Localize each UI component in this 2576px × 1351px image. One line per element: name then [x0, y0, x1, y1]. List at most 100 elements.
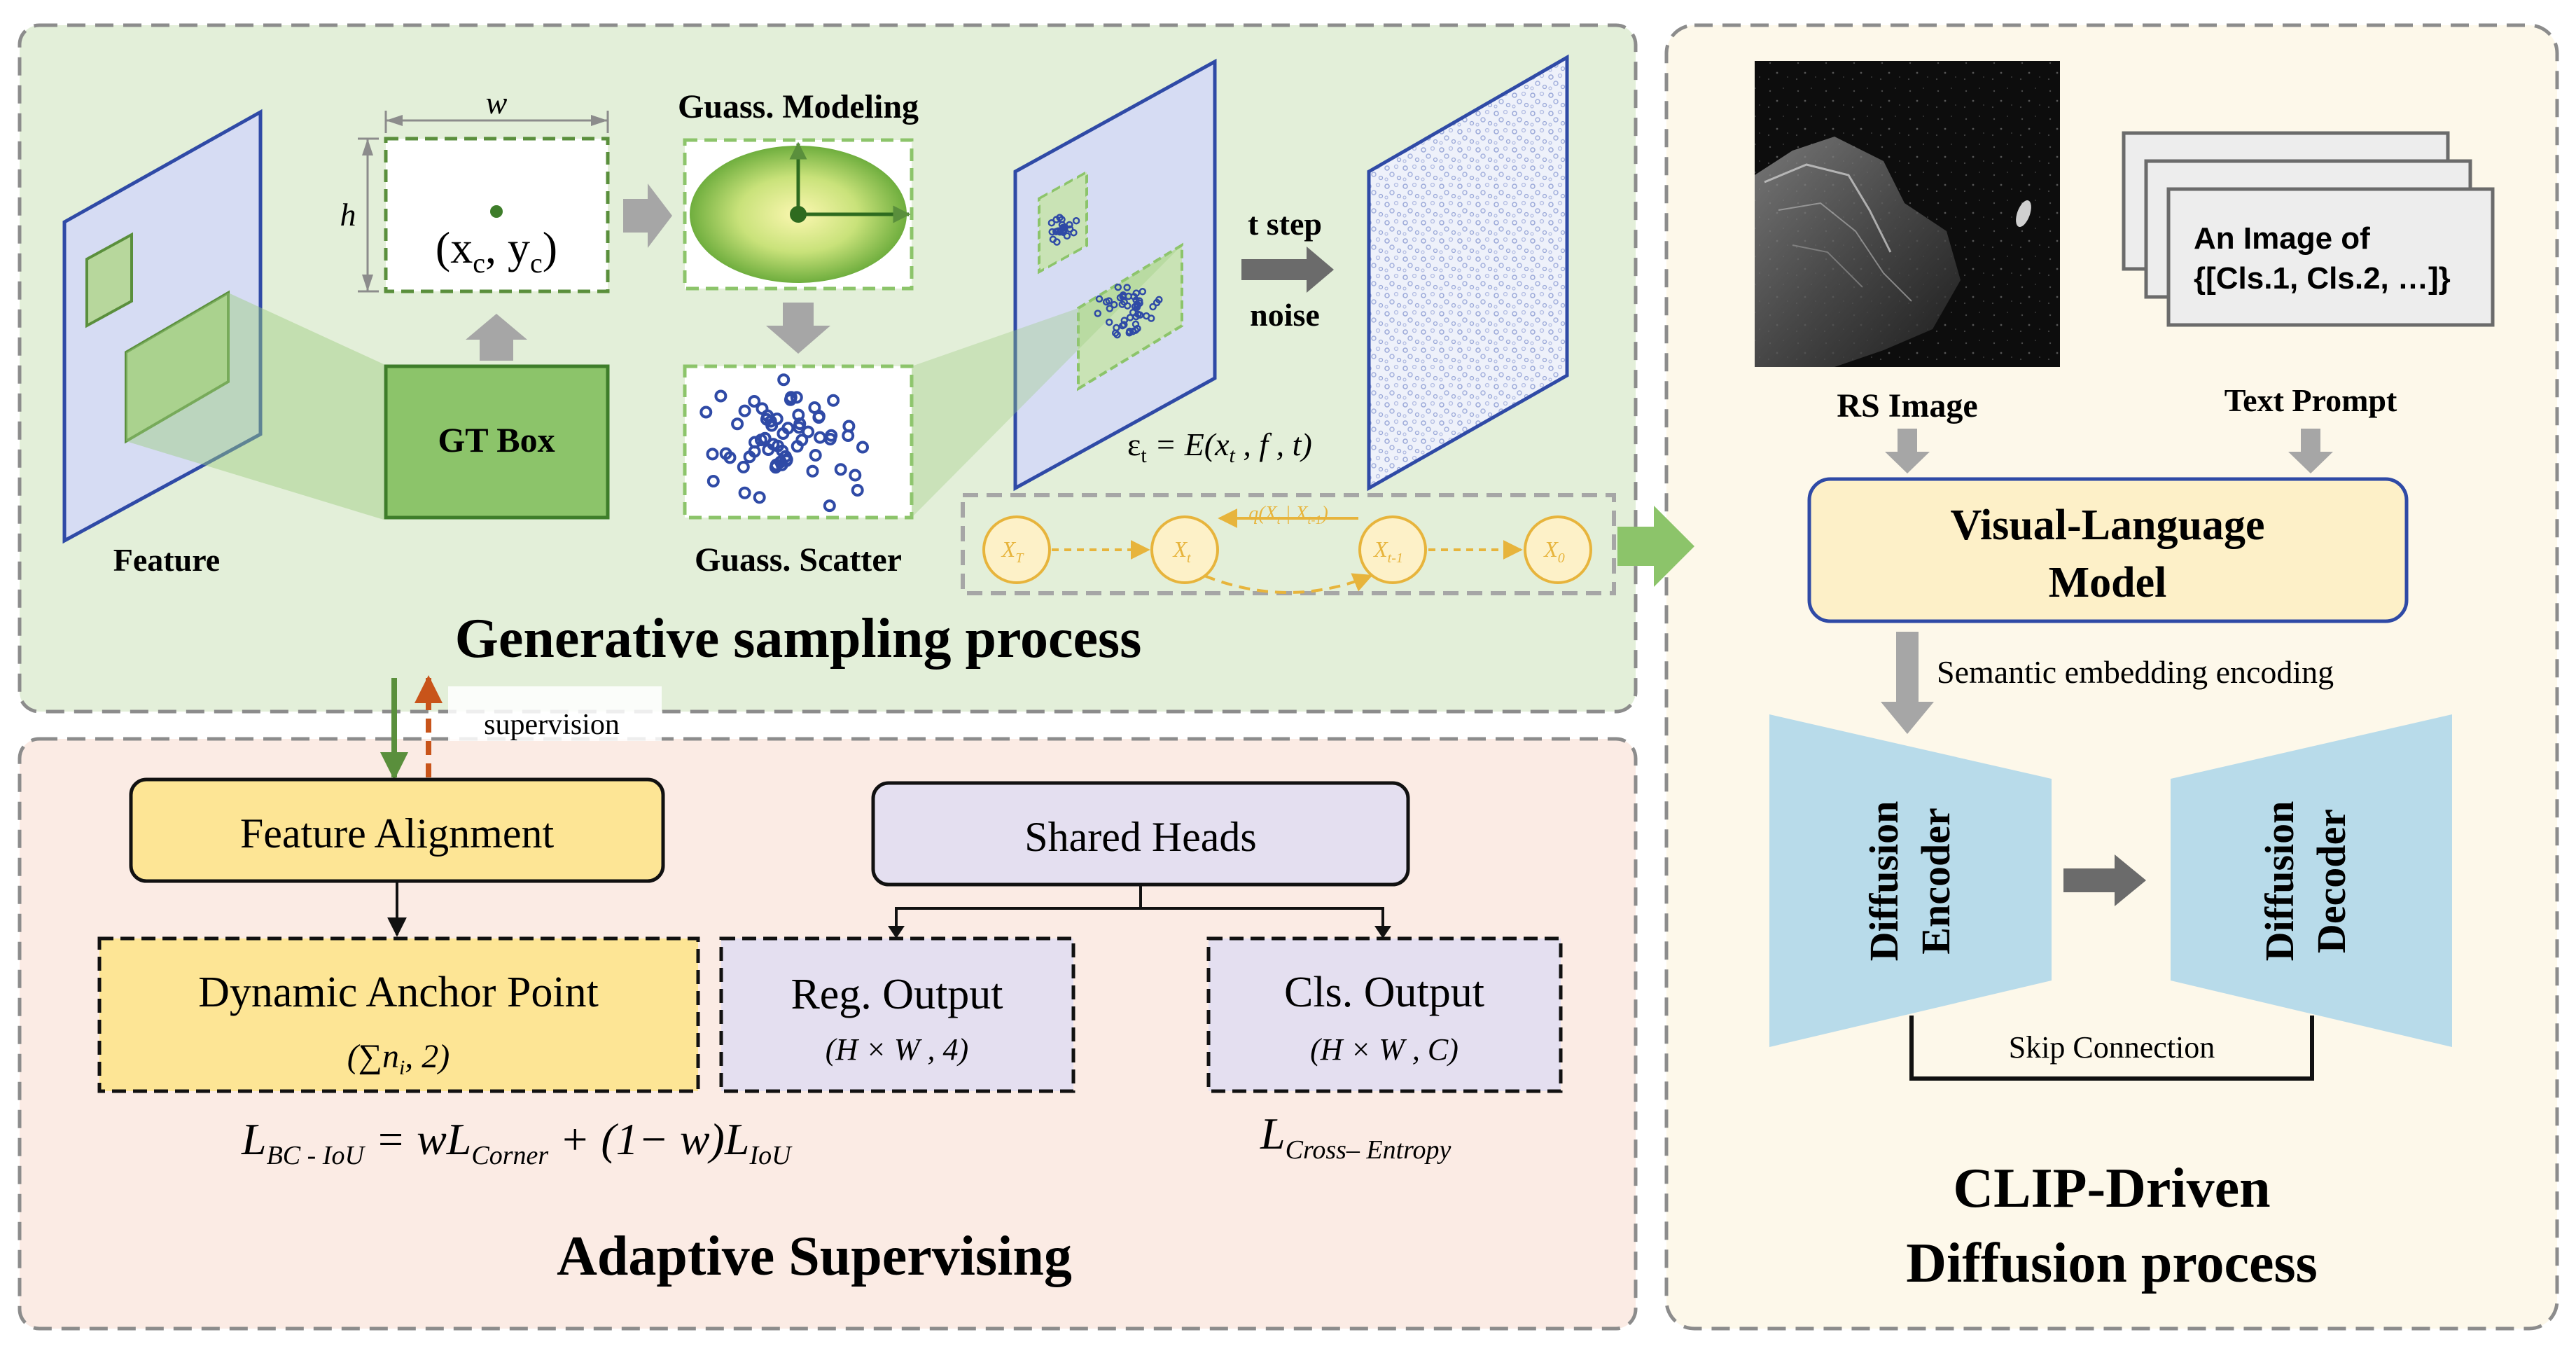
scatter-dot [731, 417, 744, 431]
plane-dot [1047, 219, 1056, 227]
scatter-dot [758, 431, 772, 445]
plane-dot [1155, 296, 1163, 304]
plane-dot [1125, 329, 1134, 337]
gauss-modeling-label: Guass. Modeling [678, 88, 919, 125]
chain-node-X0-label: X0 [1543, 536, 1565, 566]
chain-node-Xt [1150, 515, 1219, 584]
vlm-line-1: Visual-Language [1950, 501, 2264, 549]
diffusion-decoder [2171, 714, 2452, 1047]
chain-node-XT [982, 515, 1051, 584]
skip-connection-label: Skip Connection [2009, 1030, 2215, 1065]
supervision-label-bg [448, 686, 662, 741]
scatter-dot [723, 451, 737, 464]
plane-dot [1058, 216, 1066, 223]
t-step-label: t step [1248, 206, 1322, 242]
cls-arrowhead [1374, 926, 1391, 938]
to-scatter-arrow [766, 303, 830, 354]
feature-alignment-label: Feature Alignment [240, 810, 555, 857]
prompt-line-1: An Image of [2194, 221, 2370, 256]
plane-dot [1102, 298, 1111, 306]
scatter-dot [827, 394, 840, 407]
gt-box-label: GT Box [438, 420, 555, 459]
to-clip-arrow [1617, 506, 1694, 587]
gt-up-arrow [466, 314, 527, 361]
prompt-card-front [2166, 187, 2495, 327]
scatter-dot [809, 449, 822, 462]
h-arrowhead-top [362, 139, 373, 155]
scatter-dot [748, 445, 761, 458]
scatter-dot [849, 469, 862, 482]
h-arrowhead-bottom [362, 275, 373, 291]
chain-node-Xt-label: Xt [1171, 536, 1191, 566]
semantic-label: Semantic embedding encoding [1937, 654, 2334, 690]
scatter-dot [714, 389, 727, 403]
noise-label: noise [1250, 297, 1320, 333]
chain-node-X0 [1524, 515, 1592, 584]
chain-transition-label: q(Xt | Xt-1) [1248, 503, 1328, 527]
feature-label: Feature [113, 542, 220, 578]
to-gauss-arrow [623, 183, 672, 248]
projection-gt [126, 293, 384, 520]
plane-dot [1123, 284, 1131, 291]
scatter-dot [781, 422, 795, 435]
plane-dot [1147, 314, 1155, 322]
markov-chain-box [961, 493, 1616, 595]
chain-node-XT-label: XT [1001, 536, 1025, 566]
diffusion-encoder [1769, 714, 2052, 1047]
scatter-dot [851, 484, 864, 497]
scatter-dot [760, 413, 773, 426]
plane-dot [1113, 331, 1121, 339]
scatter-dot [767, 438, 780, 451]
scatter-dot [806, 464, 819, 478]
loss-bc-iou: LBC - IoU = wLCorner + (1− w)LIoU [241, 1114, 793, 1170]
prompt-line-2: {[Cls.1, Cls.2, …]} [2194, 261, 2451, 296]
feature-gt-box [125, 290, 230, 444]
dynamic-anchor-dims: (∑ni, 2) [347, 1038, 450, 1079]
plane-dot [1120, 317, 1129, 324]
center-point [490, 205, 503, 218]
center-coord-label: (xc, yc) [436, 223, 557, 279]
plane-dot [1066, 225, 1074, 233]
feature-plane [62, 109, 263, 544]
plane-dot [1063, 232, 1071, 240]
plane-dot [1139, 288, 1147, 296]
scatter-dot [748, 395, 761, 408]
scatter-dot [756, 402, 769, 415]
plane-dot [1116, 293, 1125, 302]
reg-output-label: Reg. Output [791, 971, 1003, 1018]
t-step-arrow [1241, 247, 1334, 293]
chain-node-Xt-1 [1358, 515, 1427, 584]
scatter-dot [823, 499, 836, 513]
h-label: h [340, 197, 356, 233]
plane-dot [1066, 221, 1073, 229]
scatter-dot [792, 408, 805, 422]
gt-box [384, 364, 610, 520]
scatter-dot [776, 444, 789, 457]
scatter-dot [738, 404, 751, 417]
scatter-dot [777, 373, 791, 387]
projection-sample [912, 245, 1182, 518]
rs-down-arrow [1885, 429, 1930, 473]
w-arrowhead-left [386, 115, 403, 126]
plane-dot [1110, 300, 1118, 309]
plane-dot [1126, 314, 1134, 321]
gauss-scatter-dots [699, 373, 869, 513]
vlm-box [1807, 477, 2409, 623]
plane-dot [1113, 324, 1120, 332]
scatter-dot [784, 393, 797, 406]
formula-eps: εt = E(xt , f , t) [1127, 427, 1312, 467]
sample-plane-dots [1047, 214, 1163, 339]
scatter-dot [753, 491, 766, 504]
plane-dot [1095, 295, 1103, 303]
plane-dot [1052, 228, 1060, 236]
rs-image [1755, 61, 2060, 367]
vlm-down-arrow [1881, 632, 1934, 734]
prompt-down-arrow [2288, 429, 2333, 473]
sample-plane [1013, 58, 1217, 492]
scatter-dot [737, 460, 750, 473]
rs-image-label: RS Image [1837, 387, 1977, 424]
plane-dot [1125, 292, 1133, 300]
encoder-to-decoder-arrow [2063, 854, 2146, 906]
plane-dot [1106, 305, 1114, 312]
